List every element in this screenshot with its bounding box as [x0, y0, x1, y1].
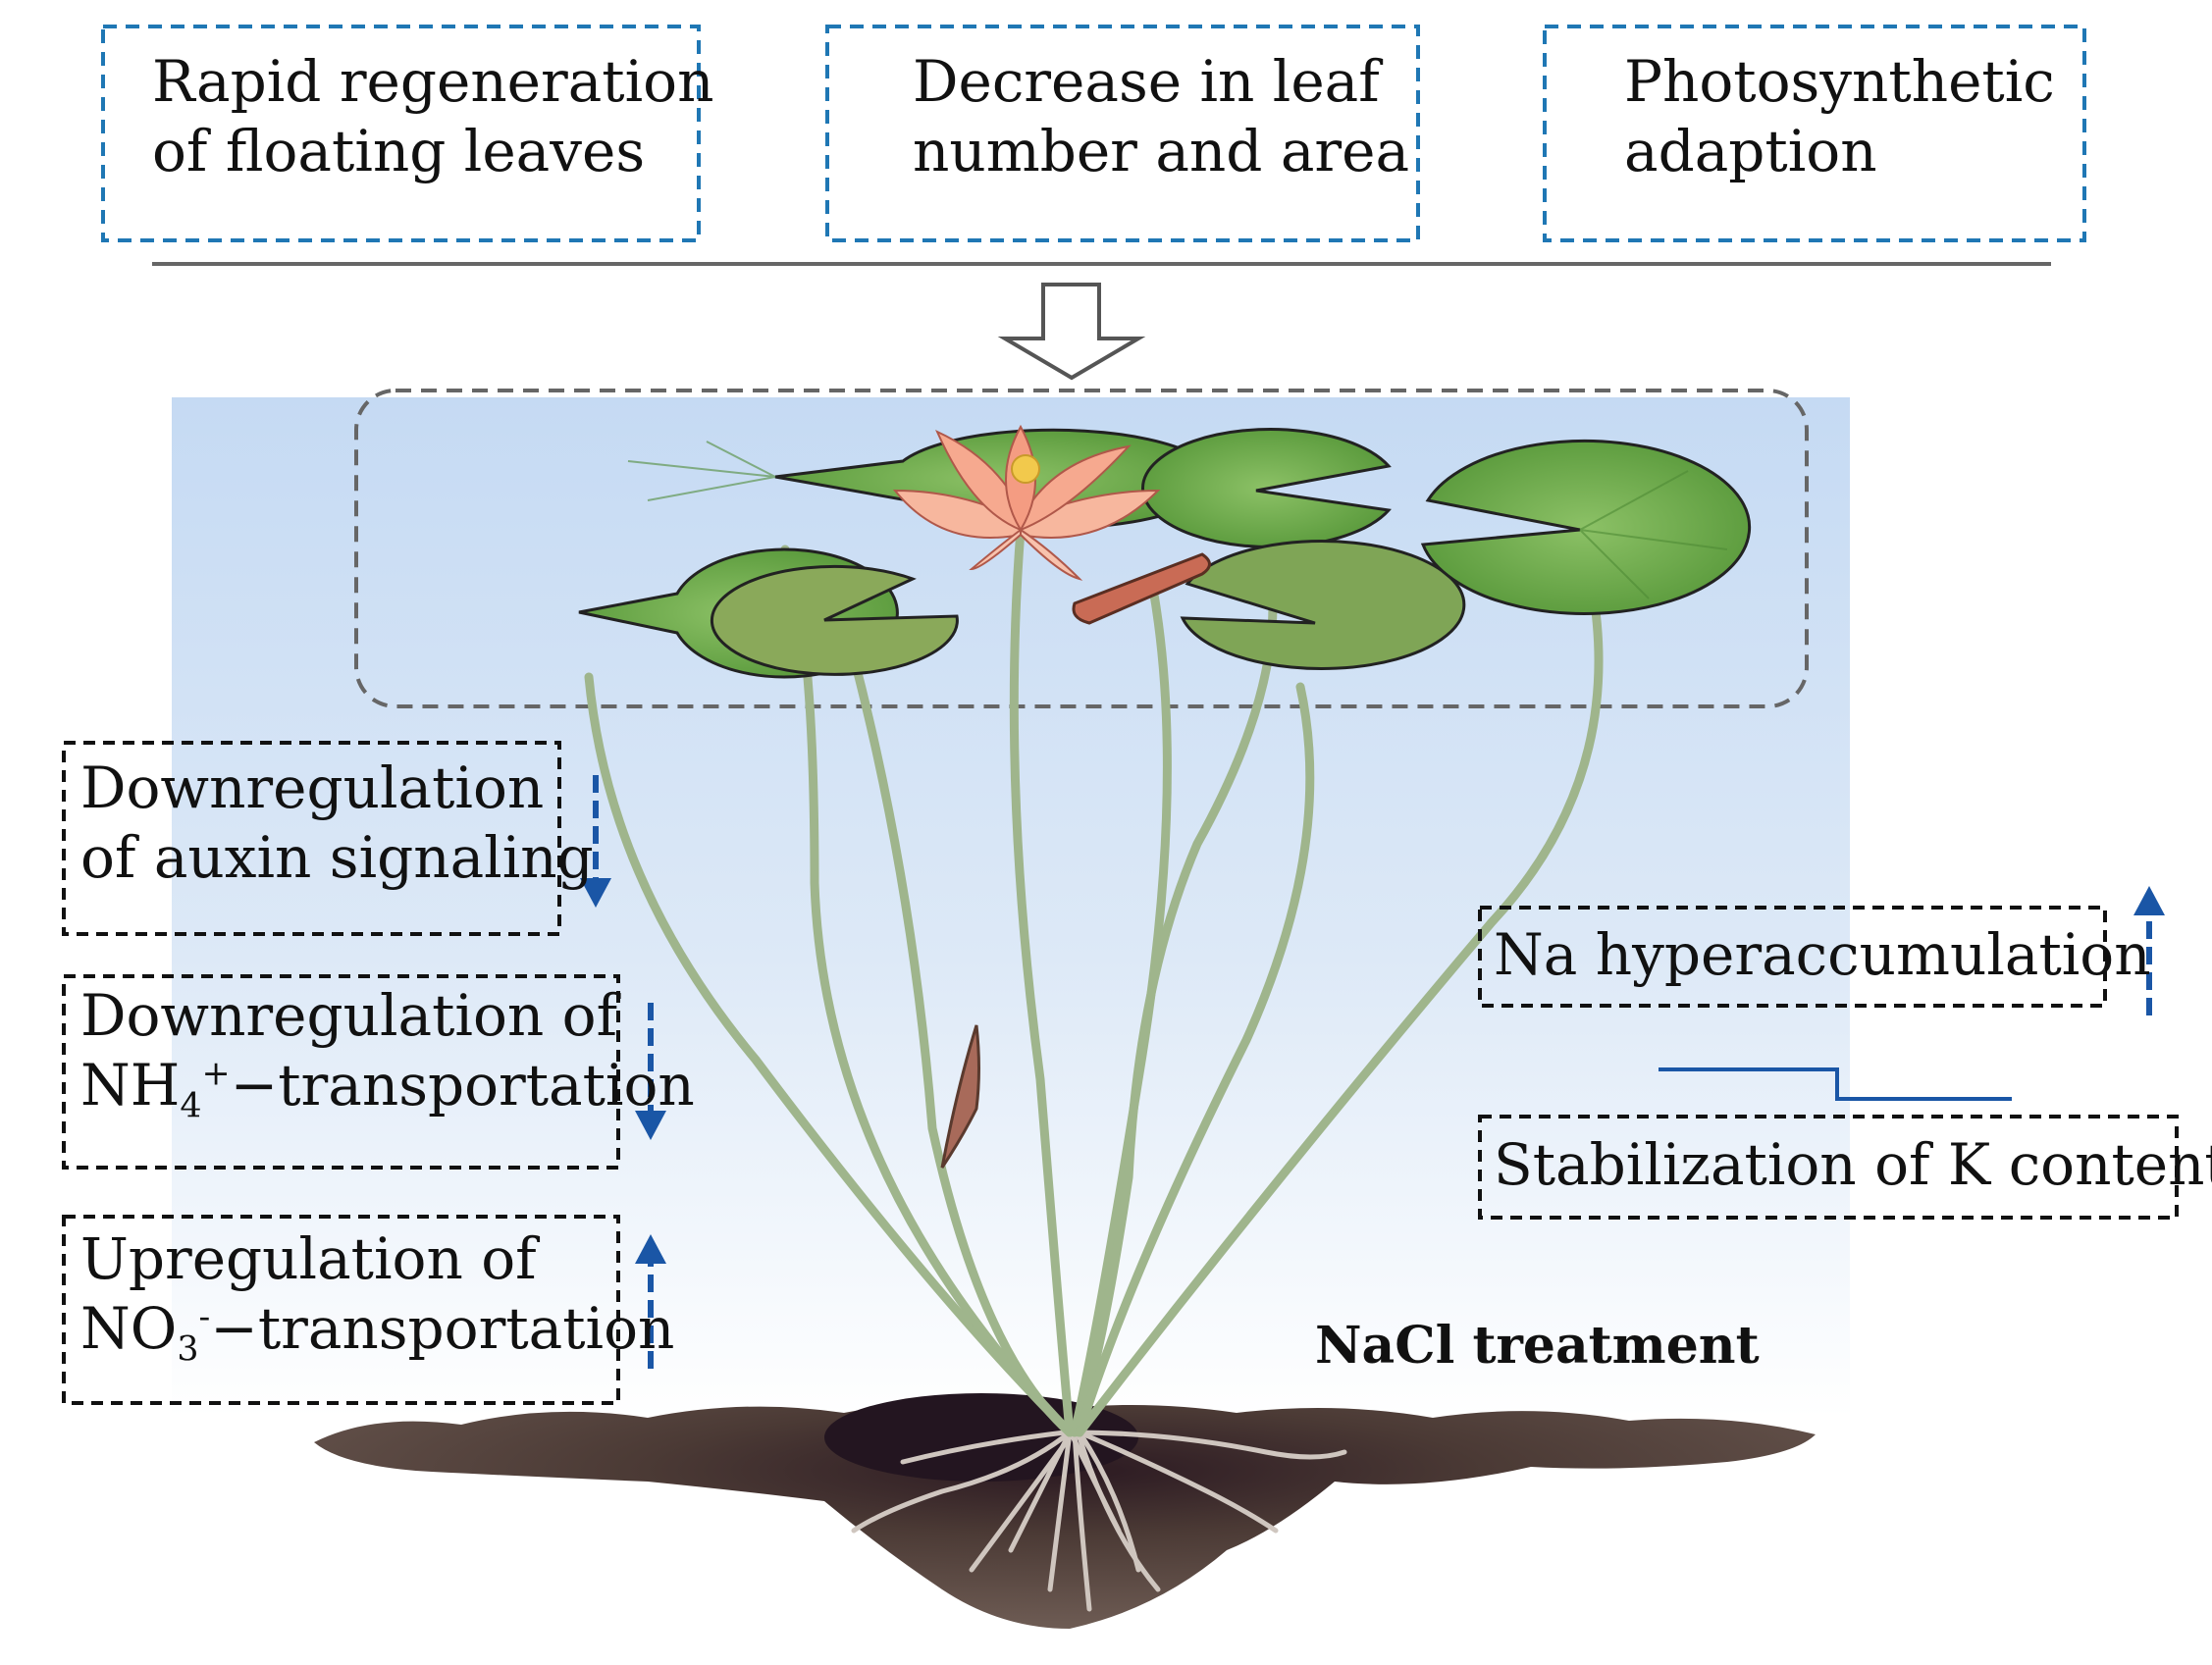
left-effect-2-line2: NH4+−transportation: [80, 1051, 695, 1126]
top-effect-1-line1: Rapid regeneration: [152, 48, 714, 115]
left-effect-box-2: [62, 974, 620, 1170]
leaf-veins: [627, 441, 1728, 599]
left-effect-label-1: Downregulation of auxin signaling: [80, 754, 594, 893]
right-effect-box-2: [1478, 1115, 2179, 1220]
top-effect-box-3: [1543, 25, 2086, 242]
hollow-down-arrow: [997, 283, 1146, 381]
lily-pad: [710, 564, 959, 676]
top-effect-1-line2: of floating leaves: [152, 117, 646, 184]
top-effect-box-1: [101, 25, 701, 242]
left-effect-box-3: [62, 1215, 620, 1405]
top-effect-2-line2: number and area: [913, 117, 1410, 184]
lotus-flower: [892, 424, 1161, 581]
stable-line-k: [1659, 1067, 2012, 1101]
right-effect-box-1: [1478, 906, 2107, 1008]
top-effect-2-line1: Decrease in leaf: [913, 48, 1380, 115]
broken-stem: [1072, 552, 1211, 625]
treatment-label: NaCl treatment: [1315, 1316, 1760, 1376]
left-effect-3-line1: Upregulation of: [80, 1225, 537, 1292]
direction-arrows: [593, 775, 2152, 1369]
top-effect-label-2: Decrease in leaf number and area: [913, 47, 1409, 186]
left-effect-2-line1: Downregulation of: [80, 982, 618, 1049]
left-effect-box-1: [62, 741, 561, 936]
top-effect-label-3: Photosynthetic adaption: [1624, 47, 2055, 186]
top-effect-3-line1: Photosynthetic: [1624, 48, 2055, 115]
left-effect-1-line2: of auxin signaling: [80, 823, 594, 891]
top-effect-label-1: Rapid regeneration of floating leaves: [152, 47, 713, 186]
top-effect-3-line2: adaption: [1624, 117, 1877, 184]
right-effect-label-1: Na hyperaccumulation: [1494, 921, 2151, 988]
arrow-heads: [580, 878, 2165, 1264]
right-effect-label-2: Stabilization of K content: [1494, 1131, 2212, 1198]
left-effect-label-2: Downregulation of NH4+−transportation: [80, 981, 695, 1127]
lily-pad: [1180, 540, 1466, 670]
stems: [584, 525, 1604, 1437]
bud: [940, 1024, 980, 1169]
roots: [851, 1430, 1347, 1612]
left-effect-1-line1: Downregulation: [80, 754, 545, 821]
top-effect-box-2: [825, 25, 1420, 242]
left-effect-label-3: Upregulation of NO3-−transportation: [80, 1224, 674, 1371]
left-effect-3-line2: NO3-−transportation: [80, 1294, 675, 1370]
